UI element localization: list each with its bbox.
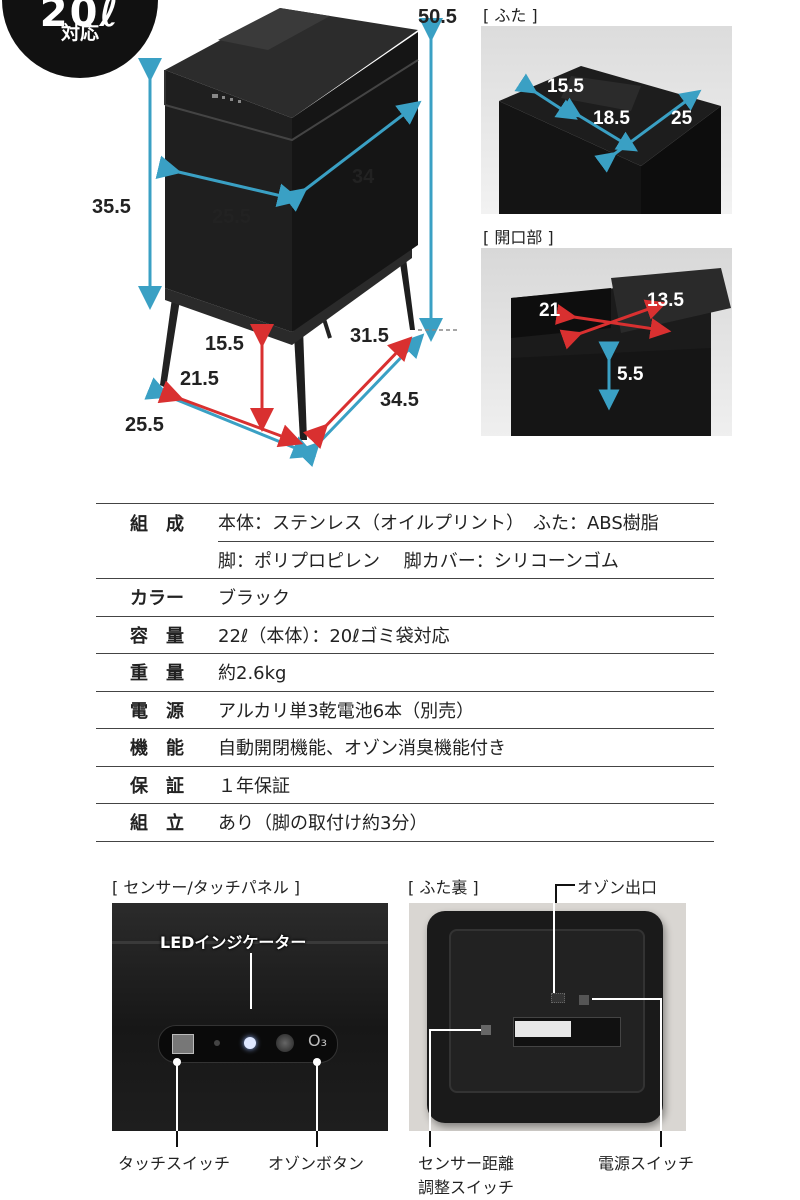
opening-dim-1: 21 <box>539 300 561 321</box>
spec-key: 電 源 <box>96 691 218 729</box>
table-row: 保 証 １年保証 <box>96 766 714 804</box>
table-row: 機 能 自動開閉機能、オゾン消臭機能付き <box>96 728 714 767</box>
table-row: 電 源 アルカリ単3乾電池6本（別売） <box>96 691 714 729</box>
sensor-adjust-switch-icon[interactable] <box>481 1025 491 1035</box>
spec-value: 本体：ステンレス（オイルプリント） ふた：ABS樹脂 <box>218 503 714 542</box>
adjust-pointer-h <box>429 1029 481 1031</box>
sensor-adjust-label-1: センサー距離 <box>418 1154 515 1173</box>
sensor-photo-label: [ センサー/タッチパネル ] <box>112 878 301 897</box>
sensor-dot-icon <box>214 1040 220 1046</box>
spec-table: 組 成 本体：ステンレス（オイルプリント） ふた：ABS樹脂 脚：ポリプロピレン… <box>96 503 714 842</box>
spec-value: 約2.6kg <box>218 653 714 692</box>
table-row: 脚：ポリプロピレン 脚カバー：シリコーンゴム <box>96 541 714 579</box>
table-row: 容 量 22ℓ（本体）：20ℓゴミ袋対応 <box>96 616 714 654</box>
spec-key <box>96 541 218 579</box>
lid-seam <box>112 941 388 944</box>
led-indicator-label: LEDインジケーター <box>160 933 307 952</box>
spec-value: １年保証 <box>218 766 714 804</box>
dim-leg-height: 15.5 <box>205 333 244 355</box>
touch-switch-label: タッチスイッチ <box>118 1154 231 1173</box>
sensor-adjust-label-2: 調整スイッチ <box>418 1178 515 1197</box>
spec-value: あり（脚の取付け約3分） <box>218 803 714 842</box>
ozone-pointer-line <box>316 1061 318 1131</box>
lid-back-photo <box>409 903 686 1131</box>
ozone-outlet-label: オゾン出口 <box>577 878 658 897</box>
spec-key: 組 立 <box>96 803 218 842</box>
dim-base-side: 34.5 <box>380 389 419 411</box>
spec-key: 重 量 <box>96 653 218 692</box>
badge-capacity: 20ℓ <box>39 0 121 36</box>
lid-inner-panel <box>449 929 645 1093</box>
power-pointer-v <box>660 998 662 1131</box>
ozone-outlet-line-h <box>555 884 575 886</box>
spec-key: カラー <box>96 578 218 617</box>
badge-label: 対応 <box>60 22 99 44</box>
touch-pointer-tail <box>176 1131 178 1147</box>
table-row: 組 立 あり（脚の取付け約3分） <box>96 803 714 842</box>
spec-key: 容 量 <box>96 616 218 654</box>
led-pointer-line <box>250 953 252 1009</box>
spec-key: 組 成 <box>96 503 218 541</box>
spec-value: 22ℓ（本体）：20ℓゴミ袋対応 <box>218 616 714 654</box>
sensor-photo: LEDインジケーター O₃ <box>112 903 388 1131</box>
lid-dim-1: 15.5 <box>547 76 584 97</box>
sensor-lens-icon <box>276 1034 294 1052</box>
dim-base-front: 25.5 <box>125 414 164 436</box>
spec-key: 保 証 <box>96 766 218 804</box>
adjust-pointer-tail <box>429 1131 431 1147</box>
control-sticker <box>515 1021 571 1037</box>
ozone-pointer-white <box>553 903 555 993</box>
power-switch-label: 電源スイッチ <box>598 1154 695 1173</box>
opening-dim-3: 5.5 <box>617 364 644 385</box>
dim-body-depth: 34 <box>352 166 375 188</box>
spec-value: 自動開閉機能、オゾン消臭機能付き <box>218 728 714 767</box>
opening-photo: 21 13.5 5.5 <box>481 248 732 436</box>
lid-dim-3: 25 <box>671 108 693 129</box>
adjust-pointer-v <box>429 1029 431 1131</box>
ozone-pointer-dot <box>313 1058 321 1066</box>
spec-value: 脚：ポリプロピレン 脚カバー：シリコーンゴム <box>218 541 714 579</box>
opening-dim-2: 13.5 <box>647 290 684 311</box>
dim-leg-side: 31.5 <box>350 325 389 347</box>
power-pointer-tail <box>660 1131 662 1147</box>
table-row: 重 量 約2.6kg <box>96 653 714 692</box>
dim-total-height: 50.5 <box>418 6 457 28</box>
dim-body-width: 25.5 <box>212 206 251 228</box>
ozone-mark-icon[interactable]: O₃ <box>308 1031 328 1050</box>
touch-switch-icon[interactable] <box>172 1034 194 1054</box>
led-light-icon <box>244 1037 256 1049</box>
trash-can-illustration <box>138 8 460 467</box>
spec-key: 機 能 <box>96 728 218 767</box>
opening-photo-label: [ 開口部 ] <box>483 228 554 247</box>
table-row: カラー ブラック <box>96 578 714 617</box>
touch-pointer-dot <box>173 1058 181 1066</box>
dim-leg-front: 21.5 <box>180 368 219 390</box>
lid-photo: 15.5 18.5 25 <box>481 26 732 214</box>
ozone-pointer-tail <box>316 1131 318 1147</box>
lid-dim-2: 18.5 <box>593 108 630 129</box>
spec-value: アルカリ単3乾電池6本（別売） <box>218 691 714 729</box>
ozone-button-label: オゾンボタン <box>268 1154 365 1173</box>
table-row: 組 成 本体：ステンレス（オイルプリント） ふた：ABS樹脂 <box>96 503 714 542</box>
lid-back-photo-label: [ ふた裏 ] <box>408 878 479 897</box>
power-pointer-h <box>592 998 662 1000</box>
ozone-outlet-icon <box>551 993 565 1003</box>
touch-pointer-line <box>176 1061 178 1131</box>
spec-value: ブラック <box>218 578 714 617</box>
dim-body-height: 35.5 <box>92 196 131 218</box>
lid-photo-label: [ ふた ] <box>483 6 538 25</box>
power-switch-icon[interactable] <box>579 995 589 1005</box>
